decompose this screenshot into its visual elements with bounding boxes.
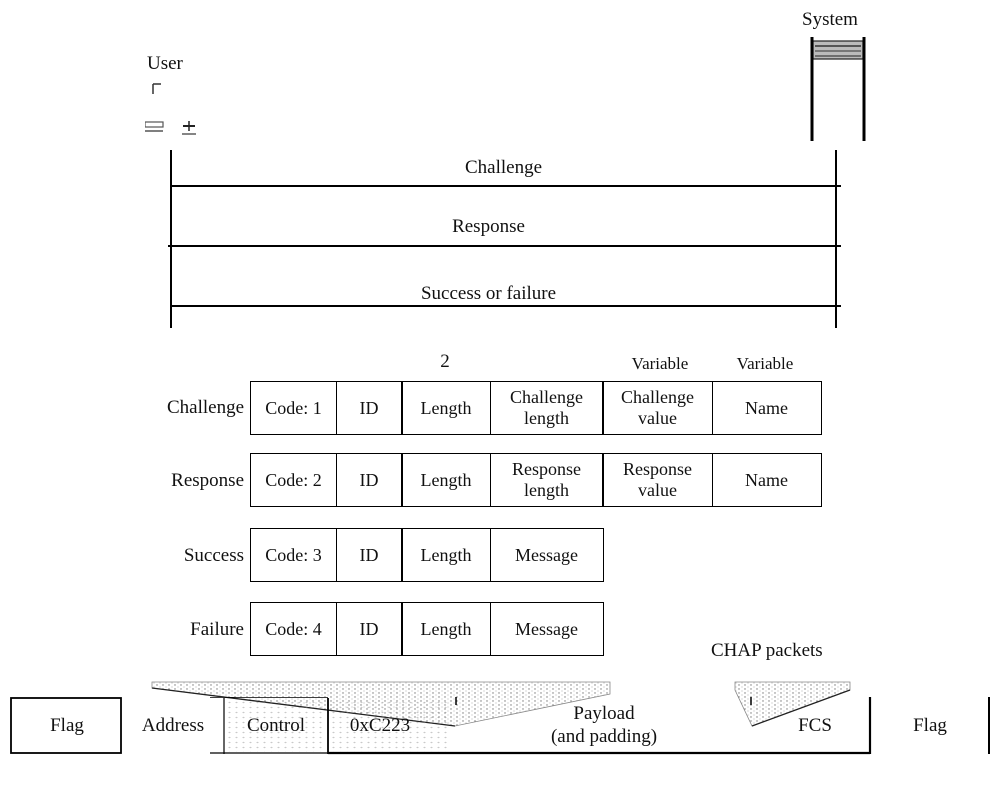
ppp-frame-borders [10,696,990,755]
cell-name: Name [711,381,822,435]
cell-code: Code: 4 [250,602,337,656]
packet-row-challenge: Code: 1 ID Length Challenge length Chall… [250,381,822,435]
message-challenge-line [170,185,841,187]
system-lifeline [835,150,837,328]
cell-message: Message [489,528,604,582]
message-success-failure-line [170,305,841,307]
protocol-field-shading [330,700,450,752]
cell-id: ID [335,453,403,507]
row-label-success: Success [183,545,244,566]
encapsulation-wedge [0,676,998,732]
cell-length: Length [401,602,491,656]
packet-row-failure: Code: 4 ID Length Message [250,602,604,656]
system-server-icon [810,37,866,143]
cell-message: Message [489,602,604,656]
cell-code: Code: 2 [250,453,337,507]
message-success-failure: Success or failure [420,283,557,304]
cell-challenge-length: Challenge length [489,381,604,435]
chap-packets-caption: CHAP packets [711,640,823,661]
cell-name: Name [711,453,822,507]
frame-flag-right: Flag [913,714,947,736]
cell-length: Length [401,381,491,435]
cell-length: Length [401,453,491,507]
cell-challenge-value: Challenge value [602,381,713,435]
cell-id: ID [335,602,403,656]
frame-flag-left: Flag [50,714,84,736]
frame-payload: Payload (and padding) [456,698,752,754]
payload-line-2: (and padding) [550,726,658,747]
message-response: Response [452,216,525,237]
row-label-challenge: Challenge [166,397,244,418]
row-label-response: Response [171,470,244,491]
payload-line-1: Payload [573,703,635,725]
frame-fcs: FCS [798,714,832,736]
cell-code: Code: 1 [250,381,337,435]
cell-id: ID [335,381,403,435]
cell-id: ID [335,528,403,582]
name-size-label: Variable [736,354,794,373]
user-lifeline [170,150,172,328]
user-label: User [147,53,183,74]
challenge-value-size-label: Variable [631,354,689,373]
system-label: System [802,9,858,30]
user-computer-icon [144,80,205,142]
message-response-line [168,245,841,247]
control-field-shading [226,700,326,752]
cell-length: Length [401,528,491,582]
packet-row-response: Code: 2 ID Length Response length Respon… [250,453,822,507]
cell-response-value: Response value [602,453,713,507]
length-size-label: 2 [440,351,450,372]
cell-response-length: Response length [489,453,604,507]
packet-row-success: Code: 3 ID Length Message [250,528,604,582]
frame-address: Address [141,714,205,736]
cell-code: Code: 3 [250,528,337,582]
frame-control: Control [246,714,306,736]
frame-protocol: 0xC223 [349,714,411,736]
row-label-failure: Failure [190,619,244,640]
message-challenge: Challenge [464,157,543,178]
